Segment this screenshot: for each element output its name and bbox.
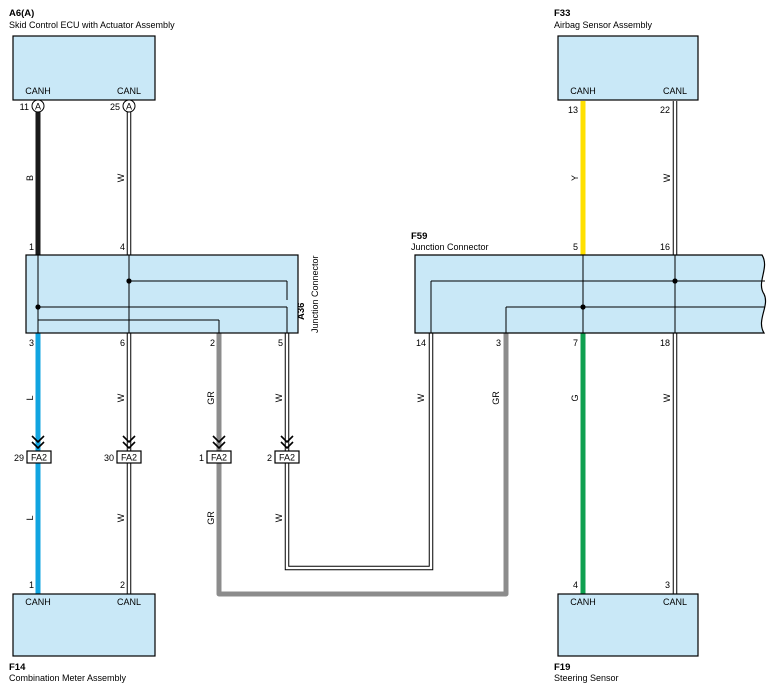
f33-canl-pin: 22: [660, 105, 670, 115]
f19-canl-pin: 3: [665, 580, 670, 590]
wire-label-a6-canh: B: [25, 175, 35, 181]
wire-label-f59-18: W: [662, 393, 672, 402]
f33-canl-label: CANL: [663, 86, 687, 96]
f33-box: [557, 35, 699, 101]
a6-canh-circle: [31, 99, 45, 113]
fa2-label-2: FA2: [121, 453, 137, 463]
a36-code: A36: [296, 303, 307, 320]
f14-canl-pin: 2: [120, 580, 125, 590]
wire-label-f14-canh: L: [25, 515, 35, 520]
fa2-connector-group: [26, 435, 300, 464]
wire-label-f33-canl: W: [662, 173, 672, 182]
wire-label-a6-canl: W: [116, 173, 126, 182]
wire-label-f59-7: G: [570, 394, 580, 401]
wire-label-branch-w: W: [274, 513, 284, 522]
f19-canh-pin: 4: [573, 580, 578, 590]
f33-canh-label: CANH: [570, 86, 596, 96]
a36-pin-top-1: 1: [29, 242, 34, 252]
f59-pin-bottom-3: 7: [573, 338, 578, 348]
fa2-pin-1: 29: [14, 453, 24, 463]
f19-canl-label: CANL: [663, 597, 687, 607]
a36-pin-top-2: 4: [120, 242, 125, 252]
fa2-pin-4: 2: [267, 453, 272, 463]
a36-pin-bottom-4: 5: [278, 338, 283, 348]
f19-canh-label: CANH: [570, 597, 596, 607]
f59-internal-bus: [430, 255, 765, 333]
wire-label-f59-14: W: [416, 393, 426, 402]
f59-name: Junction Connector: [411, 242, 489, 252]
f33-canh-pin: 13: [568, 105, 578, 115]
f59-pin-top-2: 16: [660, 242, 670, 252]
a36-internal-bus: [35, 255, 288, 333]
a6-canh-pin: 11: [20, 102, 29, 112]
f14-name: Combination Meter Assembly: [9, 673, 127, 683]
wire-label-f33-canh: Y: [570, 175, 580, 181]
f59-pin-top-1: 5: [573, 242, 578, 252]
a36-box: [25, 254, 299, 334]
a6-canl-label: CANL: [117, 86, 141, 96]
f14-canl-label: CANL: [117, 597, 141, 607]
wire-label-a36-2: GR: [206, 391, 216, 405]
f59-pin-bottom-1: 14: [416, 338, 426, 348]
wire-label-a36-6: W: [116, 393, 126, 402]
f14-box: [12, 593, 156, 657]
a6-canl-circle: [122, 99, 136, 113]
wire-label-f14-canl: W: [116, 513, 126, 522]
fa2-pin-2: 30: [104, 453, 114, 463]
a6-code: A6(A): [9, 8, 34, 19]
f33-code: F33: [554, 8, 570, 19]
wire-label-a36-3: L: [25, 395, 35, 400]
a6-box: [12, 35, 156, 101]
fa2-pin-3: 1: [199, 453, 204, 463]
a36-pin-bottom-1: 3: [29, 338, 34, 348]
f59-box: [414, 254, 767, 334]
f19-code: F19: [554, 662, 570, 673]
f59-pin-bottom-2: 3: [496, 338, 501, 348]
f59-code: F59: [411, 231, 427, 242]
wire-label-a36-5: W: [274, 393, 284, 402]
a6-canh-label: CANH: [25, 86, 51, 96]
f14-canh-pin: 1: [29, 580, 34, 590]
a6-canl-pin: 25: [110, 102, 120, 112]
wire-label-branch-gr: GR: [206, 511, 216, 525]
f33-name: Airbag Sensor Assembly: [554, 20, 653, 30]
fa2-label-3: FA2: [211, 453, 227, 463]
a36-pin-bottom-3: 2: [210, 338, 215, 348]
wire-label-f59-3: GR: [491, 391, 501, 405]
wire-gr-loop: [216, 333, 509, 597]
a36-name: Junction Connector: [310, 255, 320, 333]
fa2-label-4: FA2: [279, 453, 295, 463]
f14-canh-label: CANH: [25, 597, 51, 607]
a6-name: Skid Control ECU with Actuator Assembly: [9, 20, 175, 30]
a6-canh-letter: A: [35, 102, 41, 112]
f19-name: Steering Sensor: [554, 673, 619, 683]
a6-canl-letter: A: [126, 102, 132, 112]
fa2-label-1: FA2: [31, 453, 47, 463]
a36-pin-bottom-2: 6: [120, 338, 125, 348]
f19-box: [557, 593, 699, 657]
f59-pin-bottom-4: 18: [660, 338, 670, 348]
f14-code: F14: [9, 662, 26, 673]
